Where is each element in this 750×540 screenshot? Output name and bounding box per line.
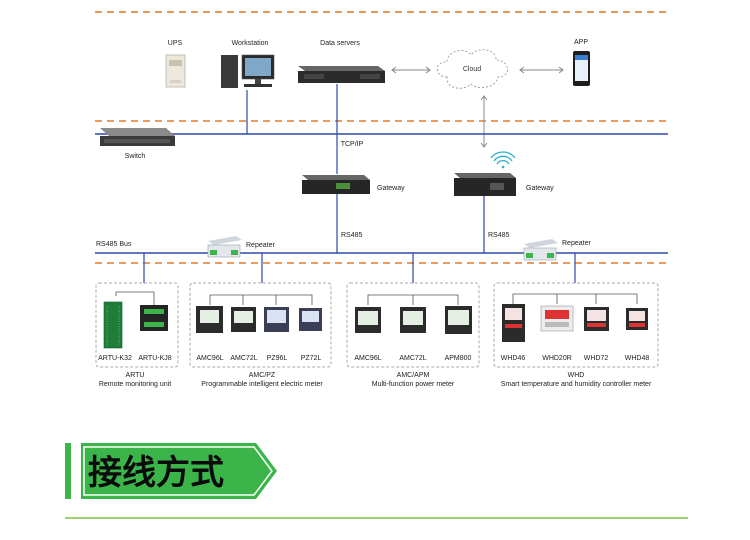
group-box-amc-apm <box>346 282 480 368</box>
banner-accent-bar <box>65 443 71 499</box>
amc-pz-device-4: PZ72L <box>301 355 322 362</box>
amc-apm-device-1: AMC96L <box>354 355 381 362</box>
amc96l-meter-icon-2 <box>355 307 381 333</box>
repeater2-label: Repeater <box>562 240 591 247</box>
group-name-artu: ARTU <box>126 372 145 379</box>
banner-title: 接线方式 <box>88 453 224 493</box>
gateway1-label: Gateway <box>377 185 405 192</box>
rs485-label-2: RS485 <box>488 232 510 239</box>
artu-k32-icon <box>103 301 123 349</box>
cloud-label: Cloud <box>463 66 481 73</box>
double-arrow-cloud-app <box>519 66 564 74</box>
repeater2-icon <box>523 239 558 261</box>
pz72l-meter-icon <box>299 308 322 331</box>
banner-arrow-outline <box>83 446 273 496</box>
amc-pz-device-1: AMC96L <box>196 355 223 362</box>
workstation-icon <box>221 54 275 88</box>
gateway2-label: Gateway <box>526 185 554 192</box>
amc-apm-device-3: APM800 <box>445 355 472 362</box>
group-desc-artu: Remote monitoring unit <box>99 381 171 388</box>
group2-bracket <box>209 294 313 305</box>
amc-pz-device-2: AMC72L <box>230 355 257 362</box>
workstation-label: Workstation <box>232 40 269 47</box>
tcpip-label: TCP/IP <box>341 141 364 148</box>
group-name-whd: WHD <box>568 372 585 379</box>
amc96l-meter-icon <box>196 306 223 333</box>
repeater1-label: Repeater <box>246 242 275 249</box>
data-servers-label: Data servers <box>320 40 360 47</box>
data-server-icon <box>298 66 385 83</box>
gateway2-icon <box>454 173 516 196</box>
cloud-icon <box>436 49 508 89</box>
whd72-controller-icon <box>584 307 609 331</box>
whd-device-1: WHD46 <box>501 355 526 362</box>
network-switch-icon <box>100 128 175 146</box>
amc72l-meter-icon-2 <box>400 307 426 333</box>
amc-apm-device-2: AMC72L <box>399 355 426 362</box>
artu-device-2: ARTU-KJ8 <box>138 355 171 362</box>
group-name-amc-pz: AMC/PZ <box>249 372 276 379</box>
apm800-meter-icon <box>445 306 472 334</box>
ups-label: UPS <box>168 40 183 47</box>
wifi-icon <box>490 151 516 169</box>
ups-icon <box>165 54 186 88</box>
whd-device-3: WHD72 <box>584 355 609 362</box>
group-box-whd <box>493 282 659 368</box>
group-desc-amc-pz: Programmable intelligent electric meter <box>201 381 323 388</box>
rs485-label-1: RS485 <box>341 232 363 239</box>
pz96l-meter-icon <box>264 307 289 332</box>
double-arrow-cloud-gateway <box>480 95 488 148</box>
whd20r-controller-icon <box>540 305 574 332</box>
whd-device-2: WHD20R <box>542 355 572 362</box>
gateway1-icon <box>302 175 370 194</box>
group4-bracket <box>512 293 638 304</box>
app-label: APP <box>574 39 588 46</box>
smartphone-icon <box>573 51 590 86</box>
double-arrow-server-cloud <box>391 66 431 74</box>
banner-arrow-shape <box>81 443 277 499</box>
amc-pz-device-3: PZ96L <box>267 355 288 362</box>
whd46-controller-icon <box>502 304 525 342</box>
group-name-amc-apm: AMC/APM <box>397 372 430 379</box>
group1-bracket <box>115 291 155 305</box>
group-box-amc-pz <box>189 282 332 368</box>
whd48-controller-icon <box>626 308 648 330</box>
repeater1-icon <box>207 236 242 258</box>
group-box-artu <box>95 282 179 368</box>
whd-device-4: WHD48 <box>625 355 650 362</box>
amc72l-meter-icon <box>231 307 256 332</box>
group-desc-whd: Smart temperature and humidity controlle… <box>501 381 652 388</box>
artu-kj8-icon <box>140 305 168 331</box>
group-desc-amc-apm: Multi-function power meter <box>372 381 455 388</box>
switch-label: Switch <box>125 153 146 160</box>
artu-device-1: ARTU-K32 <box>98 355 132 362</box>
rs485-bus-label: RS485 Bus <box>96 241 132 248</box>
